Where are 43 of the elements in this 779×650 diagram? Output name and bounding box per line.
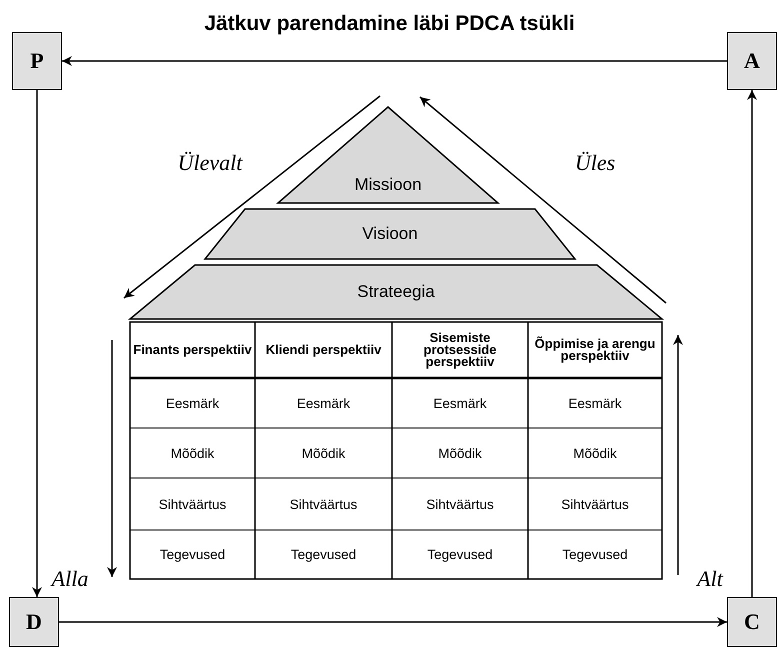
- phase-box: [12, 32, 62, 90]
- table-entry: Tegevused: [290, 547, 356, 562]
- phase-letter: D: [26, 609, 42, 635]
- layer-title: Visioon: [362, 224, 418, 244]
- table-entry: Tegevused: [427, 547, 493, 562]
- diagram-title: Jätkuv parendamine läbi PDCA tsükli: [203, 12, 576, 36]
- direction-label: Ülevalt: [176, 150, 244, 176]
- column-header: Kliendi perspektiiv: [266, 344, 382, 356]
- table-entry: Eesmärk: [296, 396, 350, 410]
- phase-box: [727, 597, 777, 647]
- table-entry: Sihtväärtus: [290, 496, 358, 512]
- table-entry: Tegevused: [562, 547, 628, 562]
- cycle-arrow: [62, 56, 727, 66]
- phase-letter: A: [744, 48, 760, 74]
- layer-title: Strateegia: [357, 282, 435, 302]
- table-entry: Tegevused: [160, 547, 226, 562]
- phase-letter: C: [744, 609, 760, 635]
- table-entry: Sihtväärtus: [561, 496, 629, 512]
- table-entry: Eesmärk: [568, 396, 622, 410]
- column-header: Sisemiste protsesside perspektiiv: [422, 332, 498, 368]
- table-entry: Mõõdik: [302, 446, 346, 460]
- cycle-arrow: [747, 90, 757, 597]
- table-entry: Sihtväärtus: [158, 496, 226, 512]
- direction-label: Alla: [50, 566, 90, 592]
- phase-box: [727, 32, 777, 90]
- cycle-arrow: [32, 90, 42, 597]
- layer-title: Missioon: [354, 175, 422, 195]
- table-entry: Mõõdik: [438, 446, 482, 460]
- phase-box: [9, 597, 59, 647]
- pyramid-layer: [205, 209, 575, 259]
- cycle-arrow: [59, 617, 727, 627]
- direction-label: Üles: [574, 150, 616, 176]
- pyramid-layer: [278, 107, 498, 203]
- direction-label: Alt: [695, 566, 724, 592]
- pyramid-layer: [130, 265, 662, 319]
- table-entry: Sihtväärtus: [426, 496, 494, 512]
- table-entry: Eesmärk: [166, 396, 220, 410]
- column-header: Finants perspektiiv: [133, 344, 252, 356]
- column-header: Õppimise ja arengu perspektiiv: [534, 338, 656, 362]
- table-entry: Mõõdik: [170, 446, 214, 460]
- phase-letter: P: [30, 48, 44, 74]
- table-entry: Mõõdik: [573, 446, 617, 460]
- table-entry: Eesmärk: [433, 396, 487, 410]
